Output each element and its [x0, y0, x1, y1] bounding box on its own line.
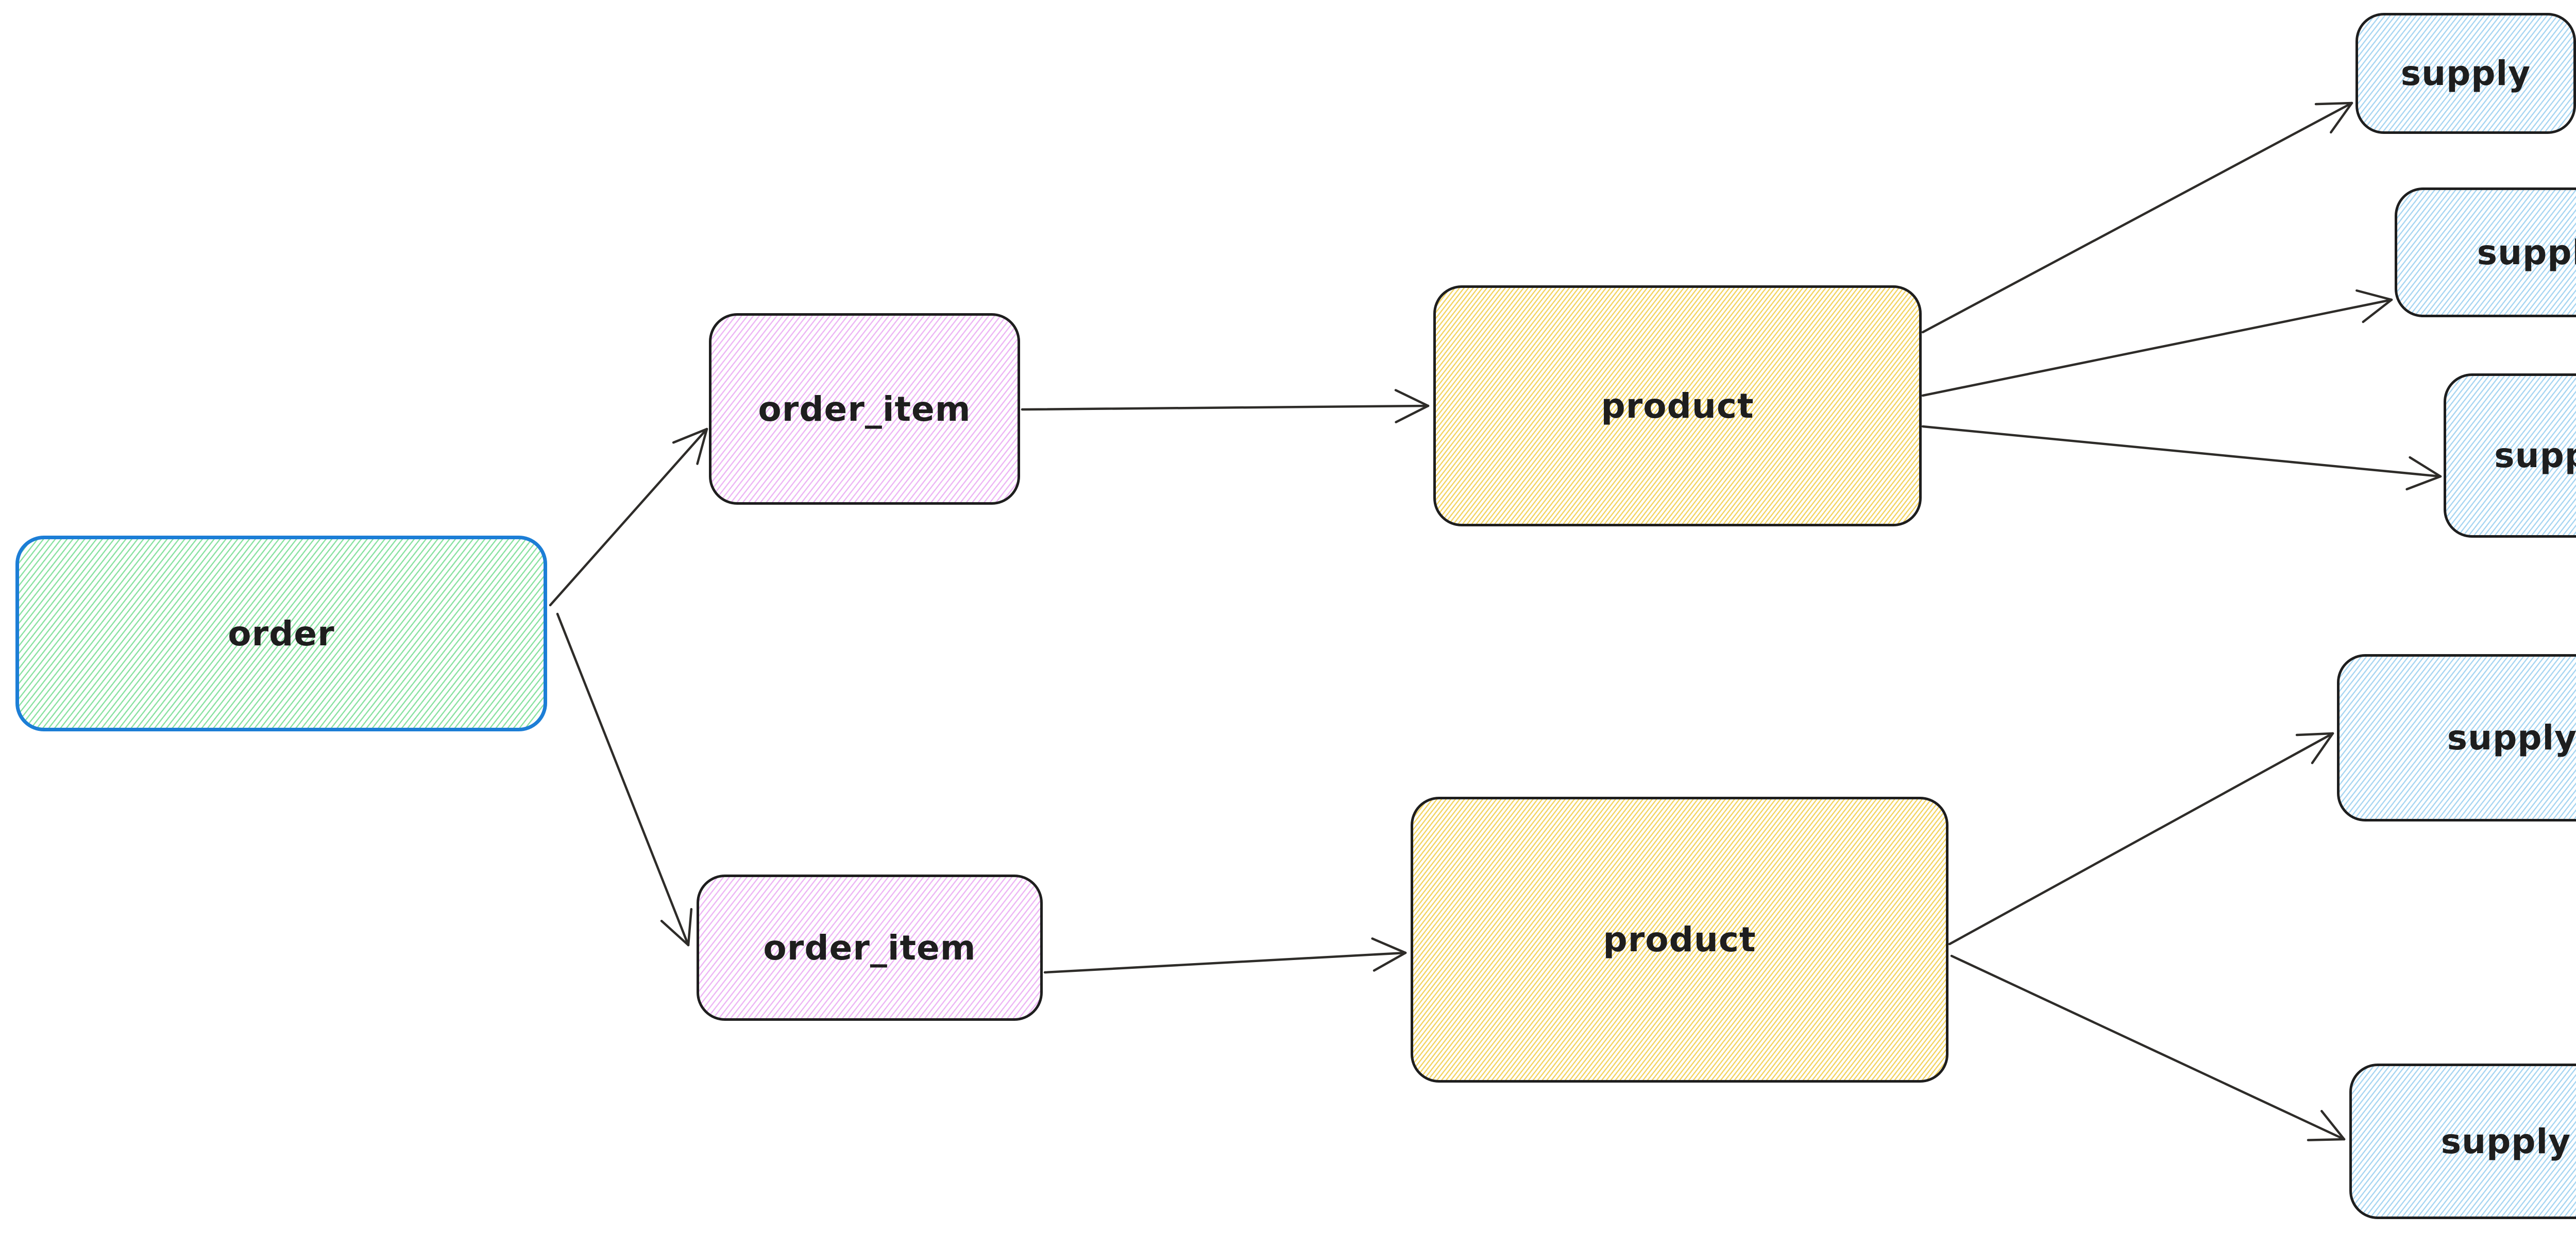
node-label: product [1603, 920, 1756, 960]
node-supply-1: supply [2355, 13, 2576, 134]
node-label: order [228, 613, 335, 654]
arrow-product-2-to-supply-5 [1950, 954, 2346, 1141]
arrow-product-1-to-supply-1 [1921, 101, 2353, 334]
arrow-order-to-order-item-2 [556, 612, 693, 947]
arrow-product-1-to-supply-3 [1921, 425, 2442, 491]
node-supply-5: supply [2349, 1064, 2576, 1219]
arrow-order-item-2-to-product-2 [1043, 937, 1407, 974]
node-label: supply [2441, 1121, 2571, 1161]
node-supply-3: supply [2444, 373, 2576, 538]
node-label: supply [2477, 232, 2576, 272]
node-order-item-2: order_item [697, 875, 1043, 1021]
node-label: supply [2447, 718, 2576, 758]
node-order-item-1: order_item [709, 313, 1020, 505]
node-label: supply [2494, 436, 2576, 475]
node-supply-4: supply [2337, 654, 2576, 821]
node-order: order [15, 536, 547, 731]
arrow-product-1-to-supply-2 [1921, 289, 2393, 397]
node-product-1: product [1433, 285, 1922, 526]
node-label: supply [2400, 54, 2531, 93]
arrow-product-2-to-supply-4 [1948, 732, 2334, 946]
node-label: order_item [763, 928, 976, 968]
node-label: order_item [758, 389, 971, 429]
node-label: product [1601, 386, 1754, 426]
node-product-2: product [1411, 797, 1948, 1083]
arrow-order-to-order-item-1 [549, 427, 708, 607]
arrow-order-item-1-to-product-1 [1021, 389, 1430, 423]
node-supply-2: supply [2395, 187, 2576, 317]
